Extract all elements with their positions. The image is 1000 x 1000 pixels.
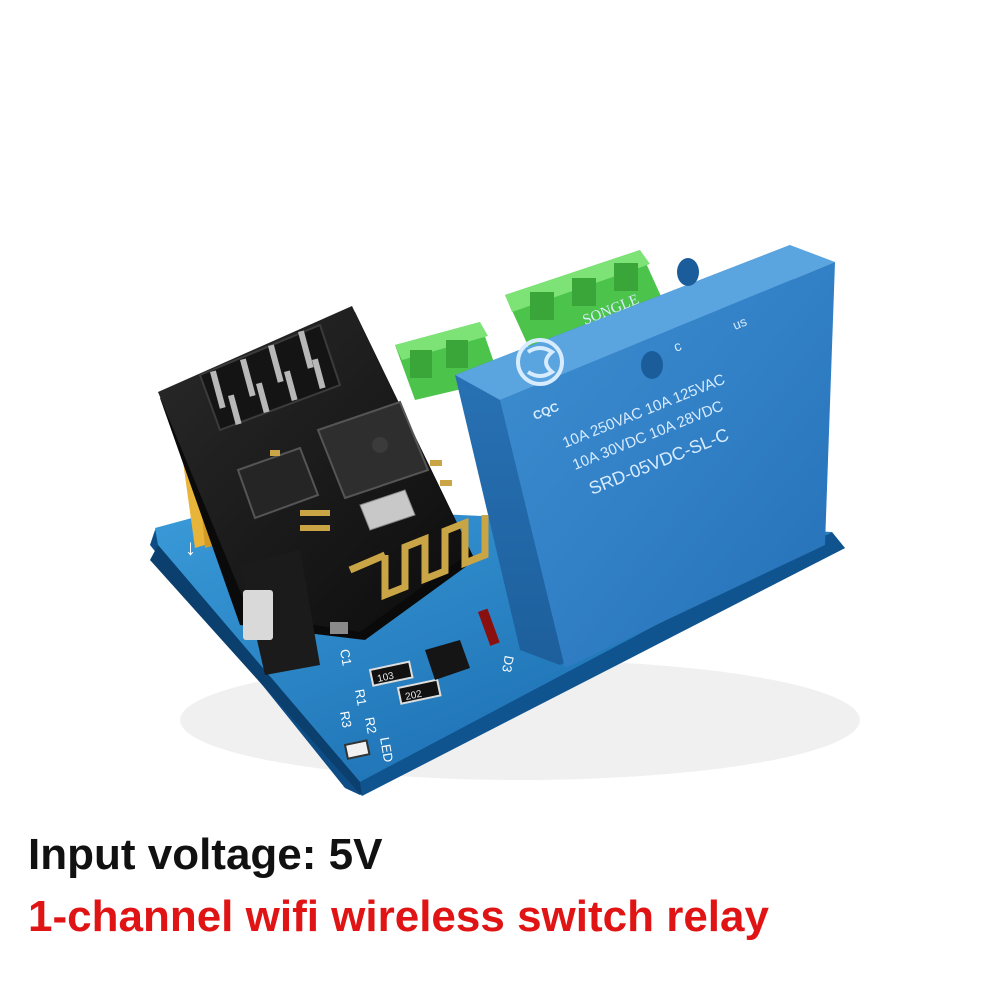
screw-terminal-2: [505, 250, 665, 350]
input-voltage-caption: Input voltage: 5V: [28, 830, 383, 879]
label-r2: R2: [362, 716, 380, 735]
label-d3: D3: [499, 654, 517, 673]
pcb-antenna: [381, 515, 489, 601]
capacitor: [330, 622, 348, 634]
push-button: [240, 550, 320, 675]
esp01-wifi-module: [158, 306, 489, 640]
songle-logo: [516, 338, 564, 386]
label-arrow: ↓: [185, 535, 196, 560]
label-c1: C1: [337, 648, 355, 667]
relay-hole-1: [677, 258, 699, 286]
resistor-202: [396, 678, 442, 705]
label-led: LED: [377, 736, 396, 764]
resistor-103-label: 103: [376, 671, 395, 685]
esp8266-chip: [316, 400, 430, 500]
crystal: [359, 489, 416, 531]
transistor: [425, 640, 470, 680]
product-title-caption: 1-channel wifi wireless switch relay: [28, 892, 769, 941]
led-indicator: [343, 739, 371, 760]
product-photo: SONGLE CQC c us 10A 250VAC 10A 125VAC 10…: [150, 245, 860, 796]
relay-ul-us: us: [731, 314, 750, 333]
pcb-silkscreen: ↓ C1 D3 R1 R2 R3 LED: [185, 535, 517, 763]
relay-hole-2: [641, 351, 663, 379]
label-r1: R1: [352, 688, 370, 707]
resistor-103: [368, 660, 414, 687]
relay: SONGLE CQC c us 10A 250VAC 10A 125VAC 10…: [455, 245, 835, 668]
label-r3: R3: [337, 710, 355, 729]
smd-components: 103 202: [330, 608, 500, 760]
diode-d3: [477, 608, 500, 646]
resistor-202-label: 202: [404, 689, 423, 703]
